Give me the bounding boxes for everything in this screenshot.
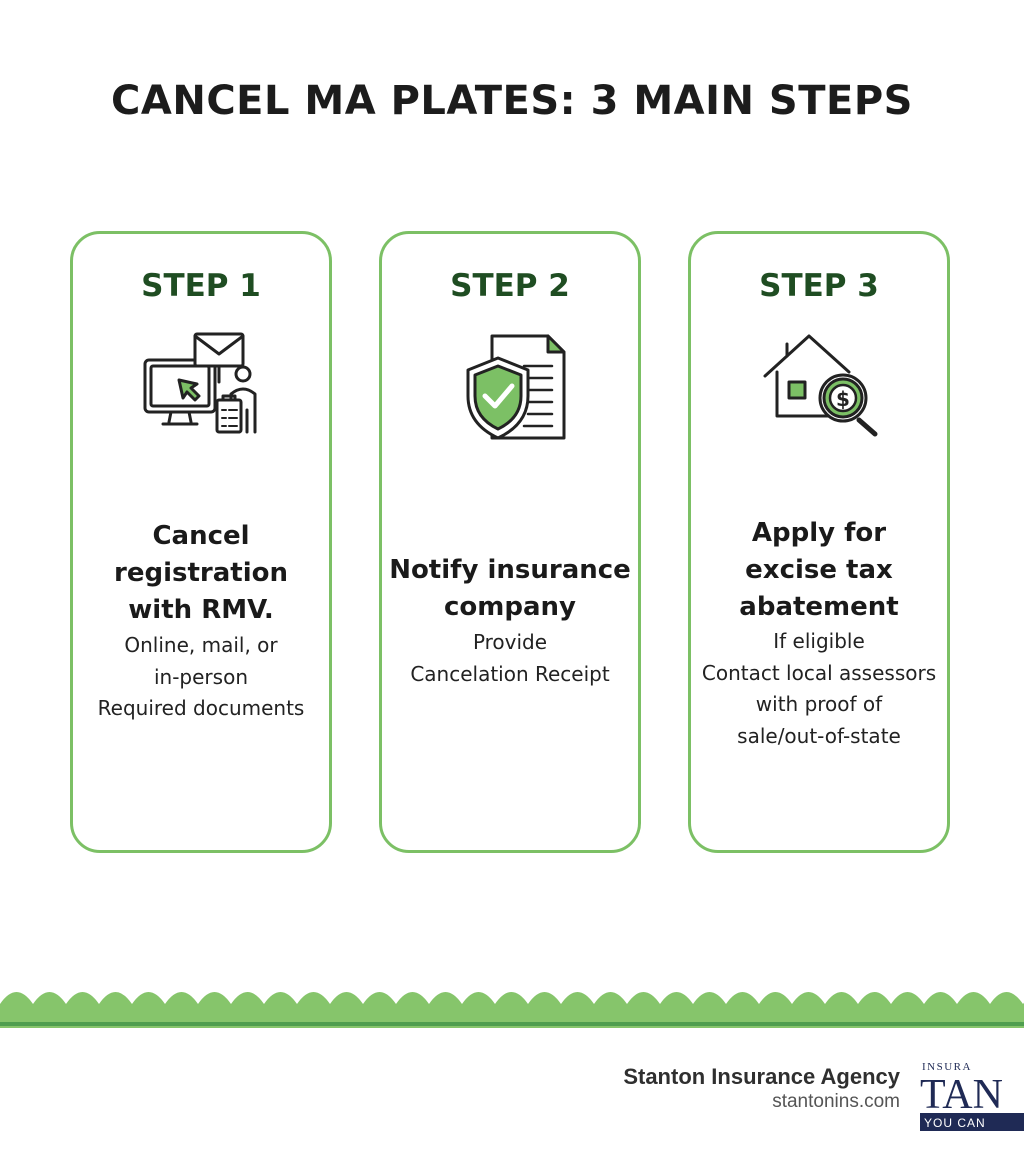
step-heading: Cancel registration with RMV. <box>114 521 288 625</box>
footer-url[interactable]: stantonins.com <box>772 1091 900 1112</box>
svg-text:YOU CAN: YOU CAN <box>924 1116 986 1130</box>
computer-mail-person-icon <box>143 332 257 434</box>
svg-text:INSURA: INSURA <box>922 1061 972 1073</box>
step-label: STEP 3 <box>759 268 879 304</box>
step-card-2: STEP 2 Notify insurance company Provide … <box>379 231 641 853</box>
agency-logo: INSURA TAN YOU CAN <box>920 1061 1024 1131</box>
footer-company-name: Stanton Insurance Agency <box>623 1064 900 1089</box>
house-dollar-magnifier-icon: $ <box>763 334 878 437</box>
step-details: If eligible Contact local assessors with… <box>701 629 937 748</box>
step-card-3: STEP 3 $ Apply for excise tax abatement … <box>688 231 950 853</box>
step-label: STEP 1 <box>141 268 261 304</box>
step-card-1: STEP 1 Cancel registration with RMV. Onl… <box>70 231 332 853</box>
step-heading: Notify insurance company <box>389 555 631 622</box>
step-details: Online, mail, or in-person Required docu… <box>97 633 305 720</box>
step-label: STEP 2 <box>450 268 570 304</box>
svg-text:TAN: TAN <box>920 1072 1003 1118</box>
svg-text:$: $ <box>836 387 850 411</box>
shield-document-icon <box>466 334 566 440</box>
wave-divider <box>0 992 1024 1028</box>
step-heading: Apply for excise tax abatement <box>739 518 899 622</box>
step-details: Provide Cancelation Receipt <box>410 630 610 686</box>
page-title: CANCEL MA PLATES: 3 MAIN STEPS <box>111 78 913 124</box>
